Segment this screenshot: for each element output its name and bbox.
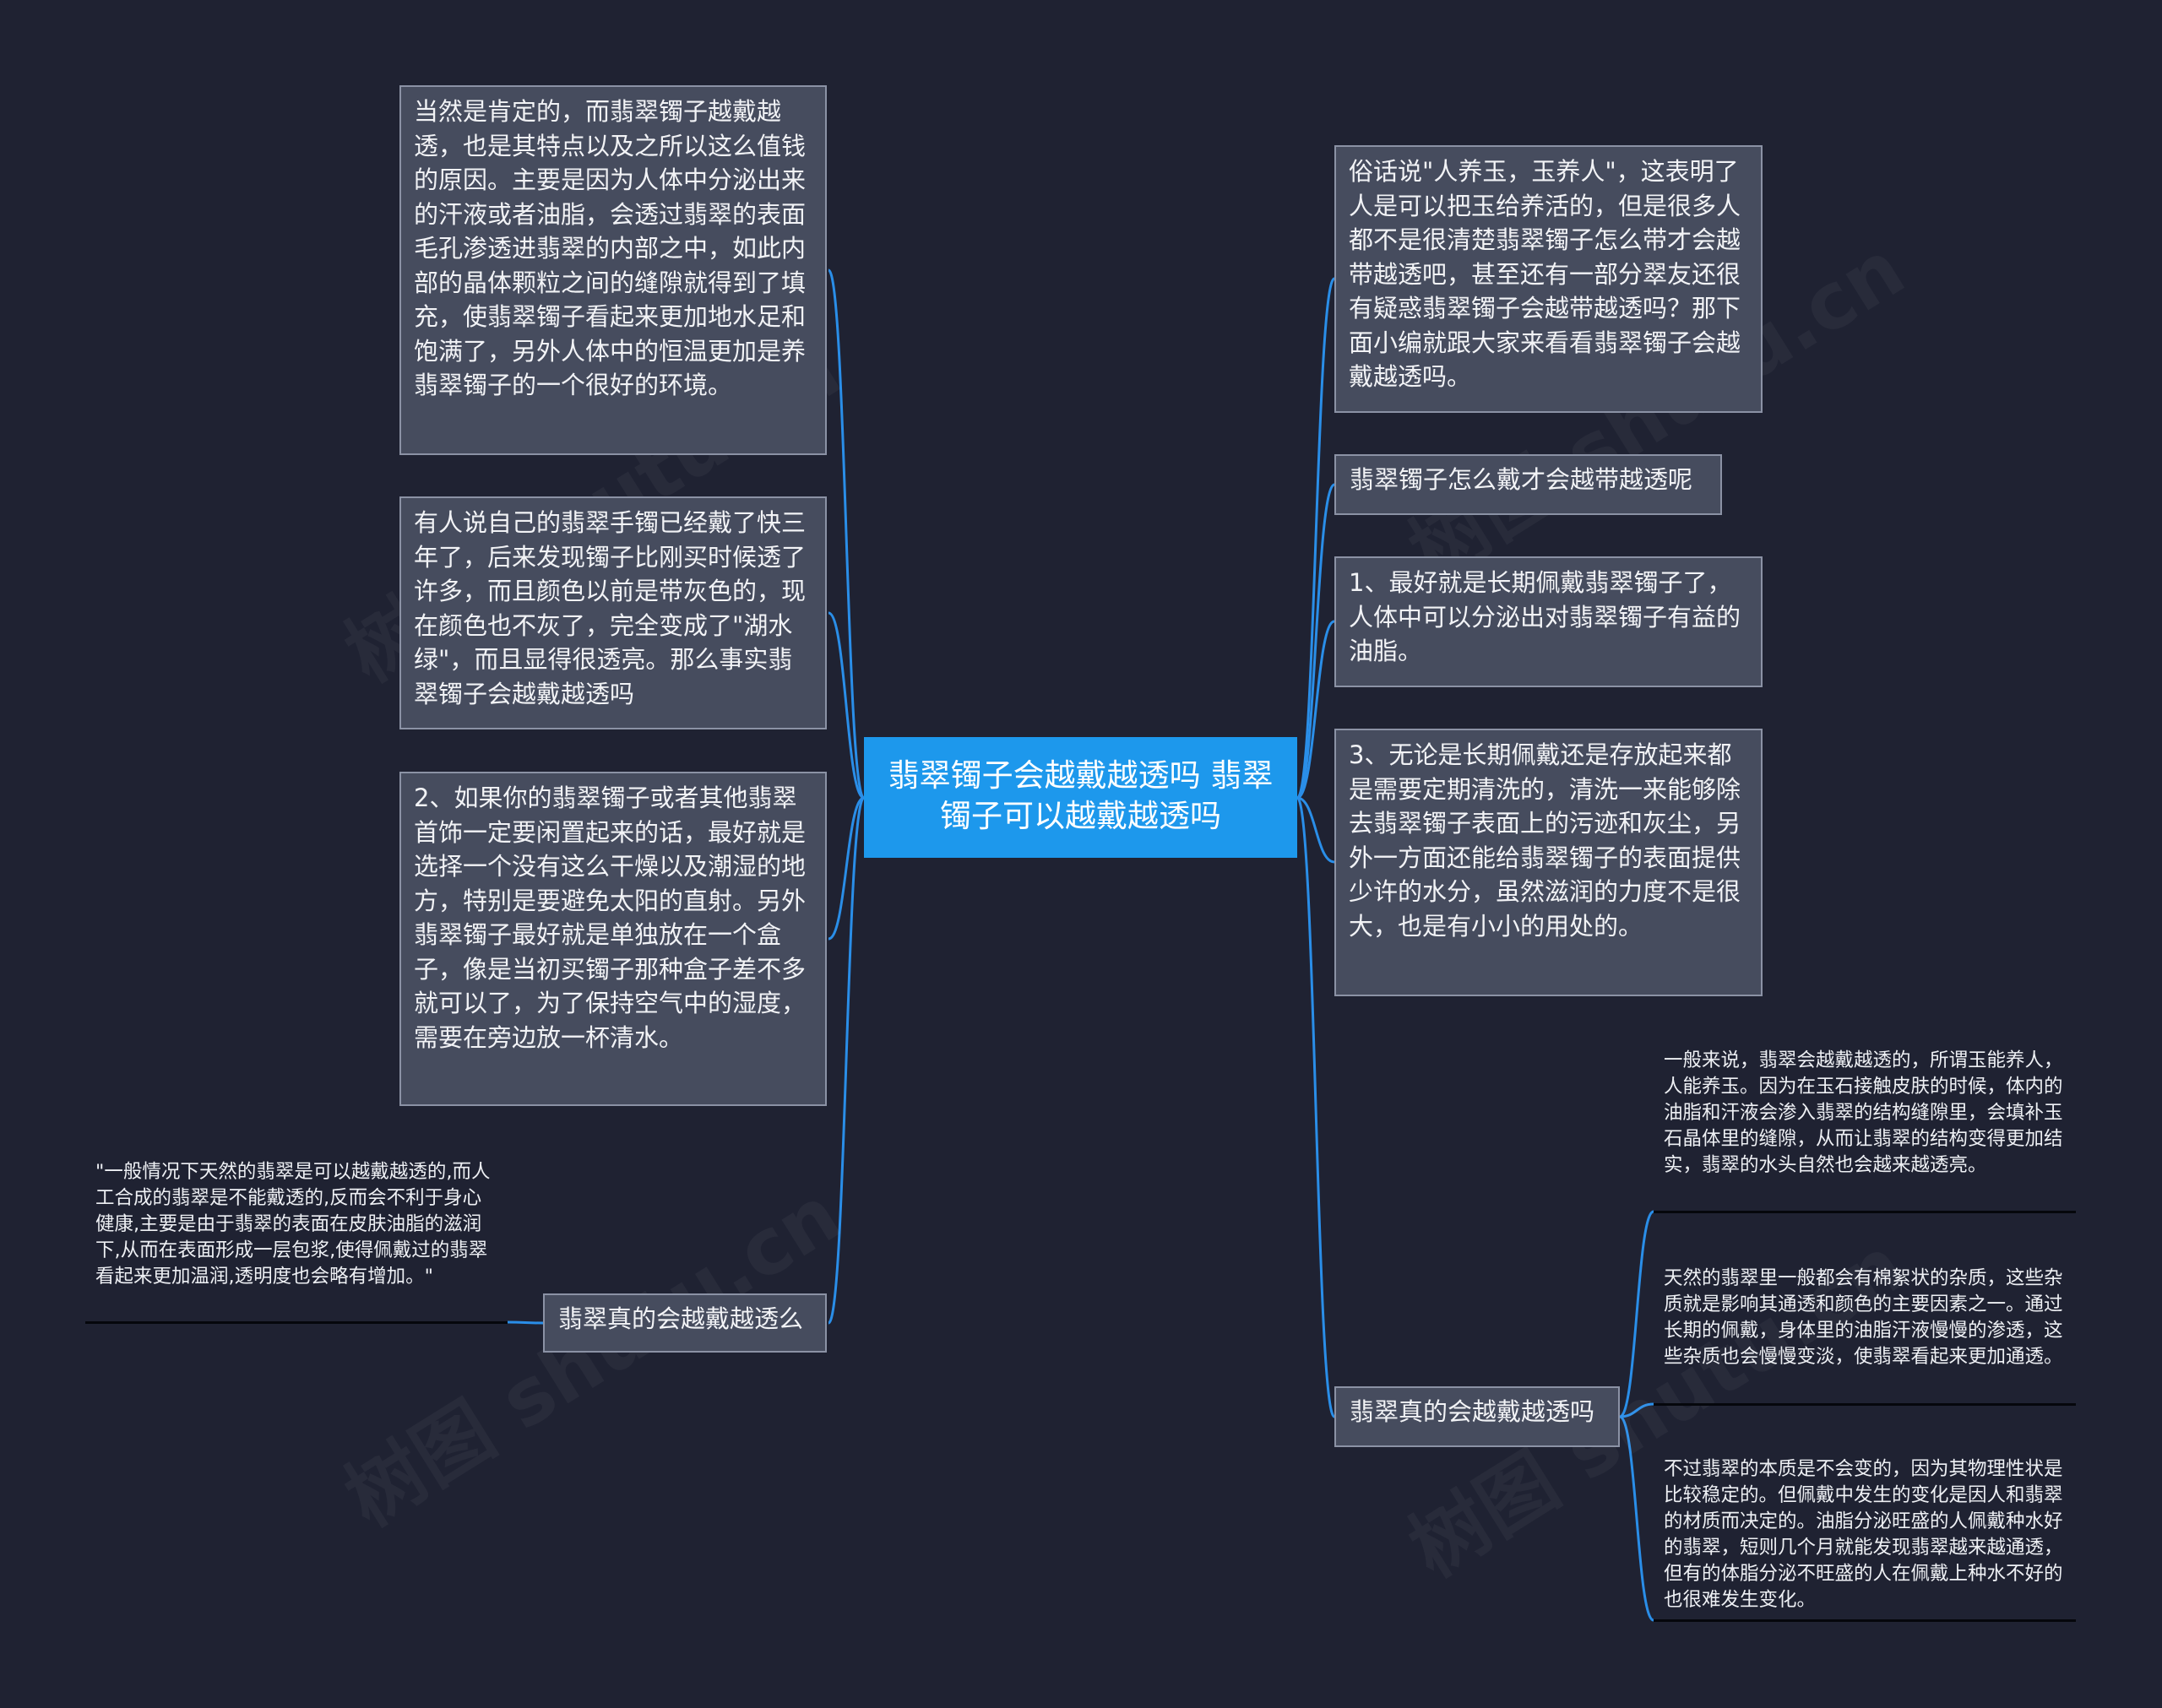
- connector-root-right-4: [1296, 796, 1335, 864]
- connector-root-left-1: [827, 268, 866, 800]
- connector-root-left-2: [828, 611, 865, 800]
- left-topic-3[interactable]: 2、如果你的翡翠镯子或者其他翡翠首饰一定要闲置起来的话，最好就是选择一个没有这么…: [399, 772, 827, 1106]
- right-topic-1[interactable]: 俗话说"人养玉，玉养人"，这表明了人是可以把玉给养活的，但是很多人都不是很清楚翡…: [1334, 145, 1763, 413]
- connector-root-left-4: [827, 796, 866, 1325]
- connector-right-leaf-3: [1619, 1415, 1654, 1622]
- connector-left-leaf: [507, 1320, 544, 1325]
- right-leaf-2[interactable]: 天然的翡翠里一般都会有棉絮状的杂质，这些杂质就是影响其通透和颜色的主要因素之一。…: [1664, 1267, 2063, 1368]
- leaf-underline: [1654, 1211, 2076, 1213]
- connector-root-right-2: [1296, 483, 1336, 800]
- left-topic-2[interactable]: 有人说自己的翡翠手镯已经戴了快三年了，后来发现镯子比刚买时候透了许多，而且颜色以…: [399, 496, 827, 729]
- connector-root-right-1: [1296, 277, 1336, 800]
- leaf-underline: [85, 1321, 508, 1324]
- right-topic-2[interactable]: 翡翠镯子怎么戴才会越带越透呢: [1334, 454, 1722, 515]
- leaf-underline: [1654, 1403, 2076, 1406]
- left-topic-4[interactable]: 翡翠真的会越戴越透么: [543, 1293, 827, 1353]
- leaf-underline: [1654, 1619, 2076, 1622]
- right-leaf-1[interactable]: 一般来说，翡翠会越戴越透的，所谓玉能养人，人能养玉。因为在玉石接触皮肤的时候，体…: [1664, 1049, 2063, 1176]
- connector-right-leaf-1: [1619, 1210, 1654, 1418]
- right-topic-4[interactable]: 3、无论是长期佩戴还是存放起来都是需要定期清洗的，清洗一来能够除去翡翠镯子表面上…: [1334, 729, 1763, 996]
- right-leaf-3[interactable]: 不过翡翠的本质是不会变的，因为其物理性状是比较稳定的。但佩戴中发生的变化是因人和…: [1664, 1458, 2063, 1611]
- left-topic-1[interactable]: 当然是肯定的，而翡翠镯子越戴越透，也是其特点以及之所以这么值钱的原因。主要是因为…: [399, 85, 827, 455]
- right-topic-3[interactable]: 1、最好就是长期佩戴翡翠镯子了，人体中可以分泌出对翡翠镯子有益的油脂。: [1334, 556, 1763, 687]
- root-topic[interactable]: 翡翠镯子会越戴越透吗 翡翠镯子可以越戴越透吗: [864, 737, 1297, 858]
- connector-root-right-5: [1296, 796, 1336, 1418]
- right-topic-5[interactable]: 翡翠真的会越戴越透吗: [1334, 1386, 1620, 1447]
- connector-root-left-3: [828, 796, 865, 941]
- connector-right-leaf-2: [1619, 1402, 1654, 1418]
- connector-root-right-3: [1296, 620, 1335, 800]
- left-leaf[interactable]: "一般情况下天然的翡翠是可以越戴越透的,而人工合成的翡翠是不能戴透的,反而会不利…: [95, 1161, 491, 1288]
